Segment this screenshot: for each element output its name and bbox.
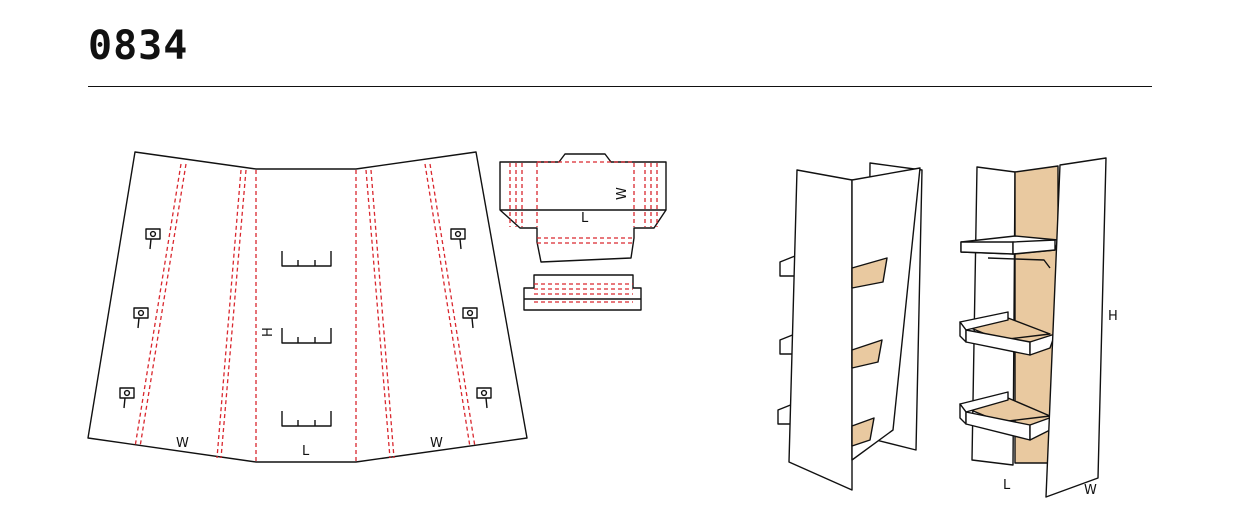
dieline-label-w-left: W: [176, 436, 189, 451]
lock-tab: [476, 387, 492, 409]
lock-tab: [133, 307, 149, 329]
shelf-blank: L W: [499, 153, 667, 263]
shelf-blank-outline: [499, 153, 667, 263]
support-strip: [523, 274, 642, 311]
dieline-label-h: H: [261, 327, 276, 337]
shelf-center: [851, 257, 888, 289]
fold-lines: [134, 163, 476, 461]
lock-tabs: [119, 228, 492, 409]
shelf-left: [779, 255, 796, 277]
lock-tab: [450, 228, 466, 250]
assembled-front-view: [777, 162, 923, 491]
lock-tab: [462, 307, 478, 329]
assembled-side-view: H L W: [959, 157, 1118, 498]
assembled-label-l: L: [1003, 478, 1011, 493]
shelf-blank-fold-lines: [509, 161, 658, 244]
assembled-label-h: H: [1108, 309, 1118, 324]
shelf-blank-label-l: L: [581, 211, 589, 226]
shelf-slots: [281, 251, 332, 427]
dieline-outline: [87, 151, 528, 463]
assembled-label-w: W: [1084, 483, 1097, 498]
dieline-label-l: L: [302, 444, 310, 459]
main-dieline: W L W H: [87, 151, 528, 463]
title-divider: [88, 86, 1152, 87]
right-side-panel: [1045, 157, 1107, 498]
page-title: 0834: [88, 23, 189, 69]
support-strip-fold-lines: [534, 283, 633, 303]
shelf: [960, 235, 1059, 269]
shelf-center: [851, 417, 875, 447]
front-panel: [788, 169, 853, 491]
shelf: [959, 311, 1056, 356]
shelf-blank-label-w: W: [615, 187, 630, 200]
lock-tab: [119, 387, 135, 409]
lock-tab: [145, 228, 161, 250]
dieline-label-w-right: W: [430, 436, 443, 451]
support-strip-outline: [523, 274, 642, 311]
shelf-center: [851, 339, 883, 369]
